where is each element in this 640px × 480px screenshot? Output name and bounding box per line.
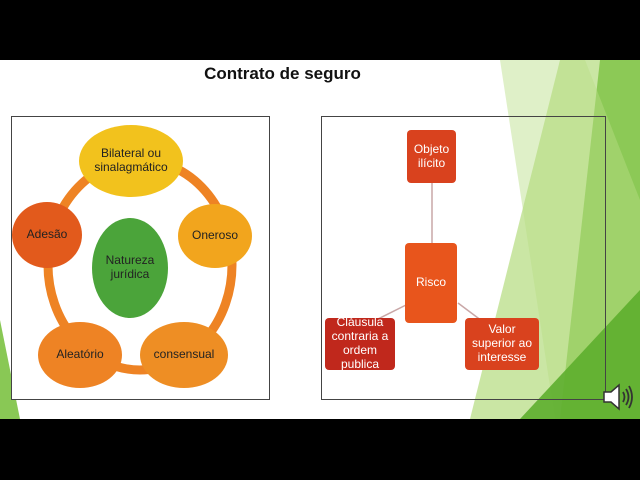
item-aleatorio: Aleatório — [38, 322, 122, 388]
center-box: Risco — [405, 243, 457, 323]
item-oneroso: Oneroso — [178, 204, 252, 268]
item-adesao: Adesão — [12, 202, 82, 268]
box-label: Objeto ilícito — [413, 141, 450, 170]
risco-panel: Objeto ilícito Risco Cláusula contraria … — [321, 116, 606, 400]
item-bilateral: Bilateral ou sinalagmático — [79, 125, 183, 197]
slide-title: Contrato de seguro — [204, 64, 361, 83]
center-node: Natureza jurídica — [92, 218, 168, 318]
box-label: Valor superior ao interesse — [471, 322, 533, 364]
item-label: consensual — [153, 347, 215, 362]
box-label: Cláusula contraria a ordem publica — [331, 315, 389, 371]
top-box: Objeto ilícito — [407, 130, 456, 183]
item-label: Aleatório — [56, 347, 104, 362]
slide: Contrato de seguro Natureza jurídica Bil… — [0, 60, 640, 419]
bottom-left-box: Cláusula contraria a ordem publica — [325, 315, 395, 371]
bottom-right-box: Valor superior ao interesse — [465, 318, 539, 370]
item-label: Bilateral ou sinalagmático — [94, 146, 168, 174]
natureza-juridica-panel: Natureza jurídica Bilateral ou sinalagmá… — [11, 116, 270, 400]
item-label: Oneroso — [191, 228, 239, 243]
box-label: Risco — [415, 275, 446, 290]
center-label: Natureza jurídica — [105, 253, 155, 281]
item-label: Adesão — [26, 227, 68, 242]
item-consensual: consensual — [140, 322, 228, 388]
speaker-icon[interactable] — [600, 380, 636, 414]
